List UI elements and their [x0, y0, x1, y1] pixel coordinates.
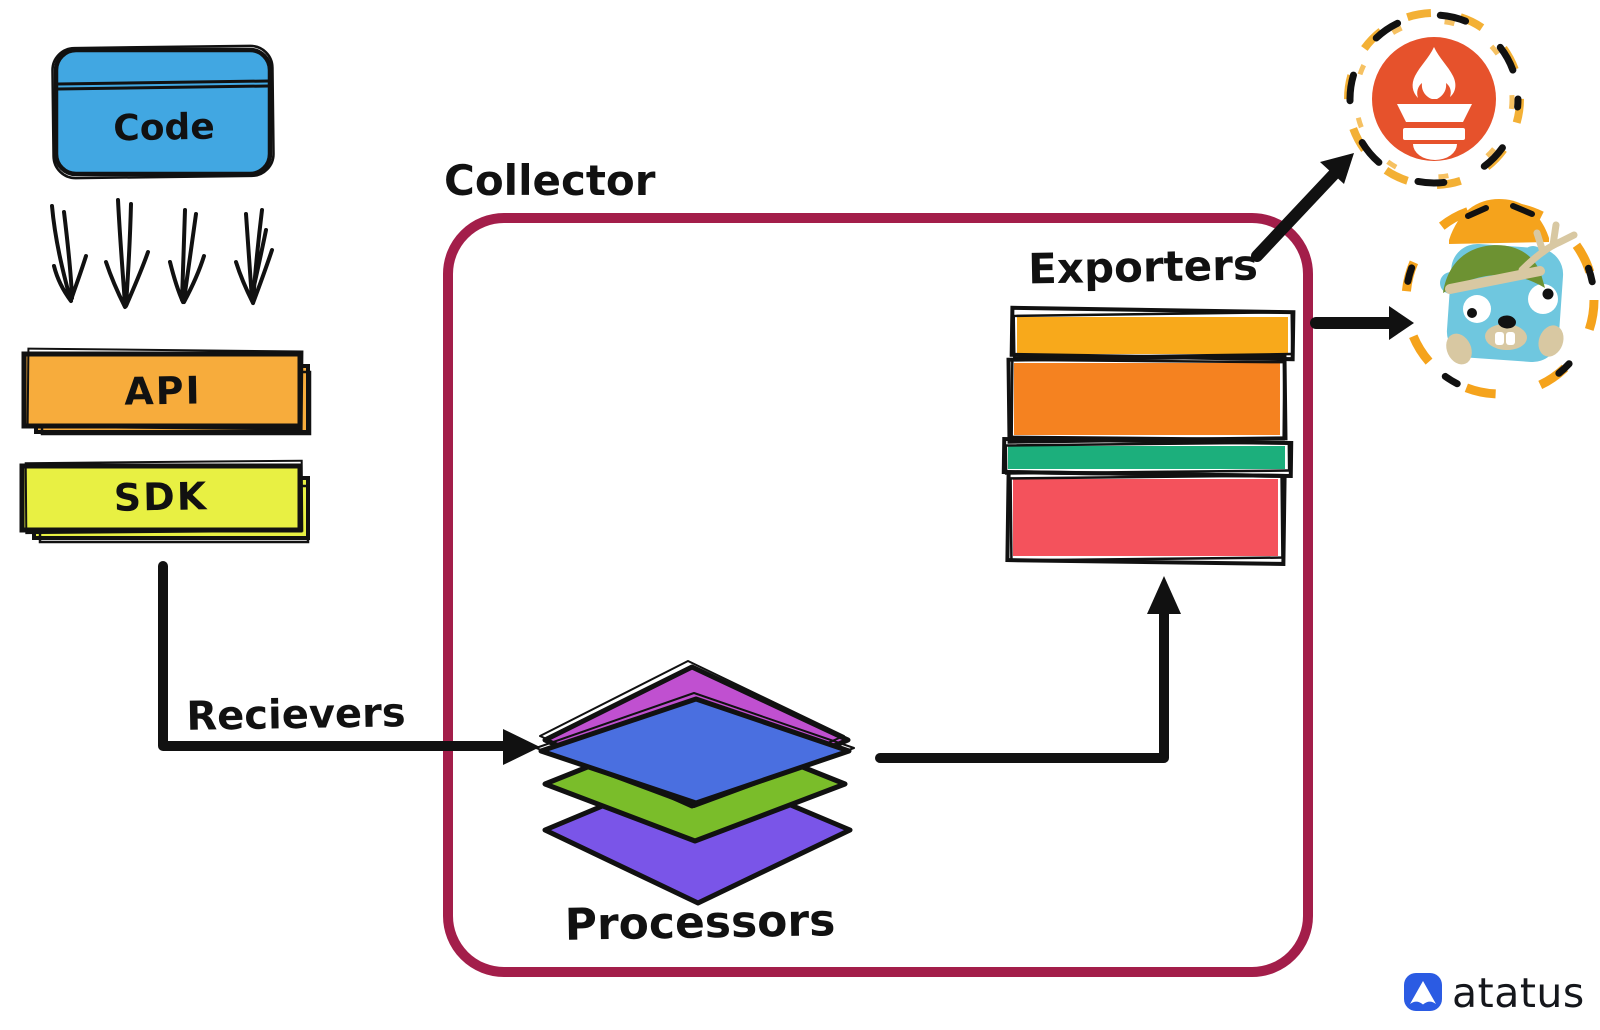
exporter-bar-orange: [1006, 354, 1288, 444]
exporters-stack: [1001, 305, 1296, 566]
processors-stack: [535, 660, 855, 906]
exporters-label: Exporters: [1027, 240, 1259, 294]
arrow-to-jaeger: [1310, 306, 1414, 340]
prometheus-flame-icon: [1344, 9, 1524, 189]
api-label: API: [123, 368, 203, 414]
atatus-logo-icon: [1404, 973, 1442, 1011]
receivers-arrow: [158, 561, 540, 765]
sdk-label: SDK: [113, 474, 209, 520]
receivers-label: Recievers: [186, 690, 406, 740]
jaeger-gopher-icon: [1401, 199, 1599, 399]
collector-label: Collector: [444, 156, 656, 205]
arrow-to-prometheus: [1251, 153, 1354, 262]
collector-box: [443, 213, 1313, 977]
atatus-wordmark: atatus: [1452, 969, 1585, 1017]
code-to-api-arrows: [50, 198, 274, 309]
processor-layer-blue: [538, 696, 852, 806]
sdk-box: [19, 459, 310, 544]
api-box: [21, 347, 312, 436]
exporter-bar-amber: [1009, 305, 1296, 362]
code-box: [51, 44, 275, 180]
exporter-bar-green: [1001, 436, 1294, 479]
processors-to-exporters-arrow: [875, 576, 1181, 763]
code-label: Code: [112, 106, 216, 150]
exporter-bar-red: [1005, 470, 1287, 566]
processors-label: Processors: [564, 895, 836, 951]
